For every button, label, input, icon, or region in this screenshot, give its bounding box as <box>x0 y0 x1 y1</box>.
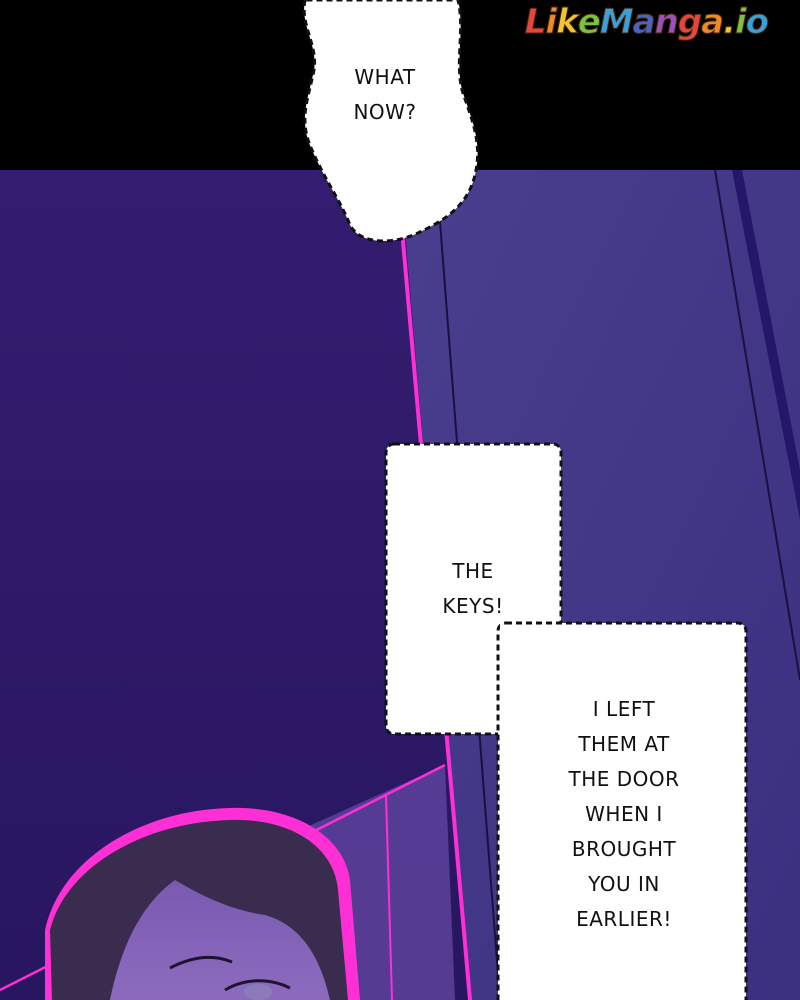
watermark-letter: n <box>654 2 679 43</box>
frame-strip <box>732 170 800 520</box>
watermark-letter: L <box>524 2 547 43</box>
bubble-line: WHEN I <box>585 802 663 826</box>
bubble-line: BROUGHT <box>571 837 677 861</box>
bubble-line: EARLIER! <box>576 907 672 931</box>
bottom-bubble-text: I LEFT THEM AT THE DOOR WHEN I BROUGHT Y… <box>540 692 708 937</box>
watermark-letter: a <box>701 2 725 43</box>
watermark-letter: M <box>599 2 634 43</box>
character-eye <box>224 979 291 992</box>
top-speech-bubble <box>302 0 480 243</box>
bubble-line: YOU IN <box>588 872 660 896</box>
bubble-line: I LEFT <box>592 697 656 721</box>
watermark-letter: i <box>545 2 558 43</box>
middle-bubble-text: THE KEYS! <box>418 554 528 624</box>
watermark-letter: e <box>577 2 601 43</box>
frame-line <box>714 169 800 681</box>
neon-sign-line <box>385 794 393 1000</box>
bubble-line: KEYS! <box>442 594 504 618</box>
watermark-letter: . <box>723 2 737 43</box>
character-face <box>110 880 330 1000</box>
top-bubble-text: WHAT NOW? <box>335 60 435 130</box>
watermark-letter: o <box>745 2 769 43</box>
bubble-line: NOW? <box>353 100 417 124</box>
bottom-caption-box <box>496 621 748 1000</box>
character-eyebrow <box>169 955 233 970</box>
bubble-line: THE <box>452 559 494 583</box>
watermark-letter: a <box>632 2 656 43</box>
site-watermark: LikeManga.io <box>524 2 769 43</box>
bubble-line: THEM AT <box>578 732 670 756</box>
character-eye-iris <box>244 984 272 1000</box>
watermark-letter: k <box>556 2 580 43</box>
watermark-letter: g <box>677 2 702 43</box>
bubble-line: WHAT <box>354 65 416 89</box>
watermark-letter: i <box>734 2 748 43</box>
bubble-line: THE DOOR <box>568 767 680 791</box>
